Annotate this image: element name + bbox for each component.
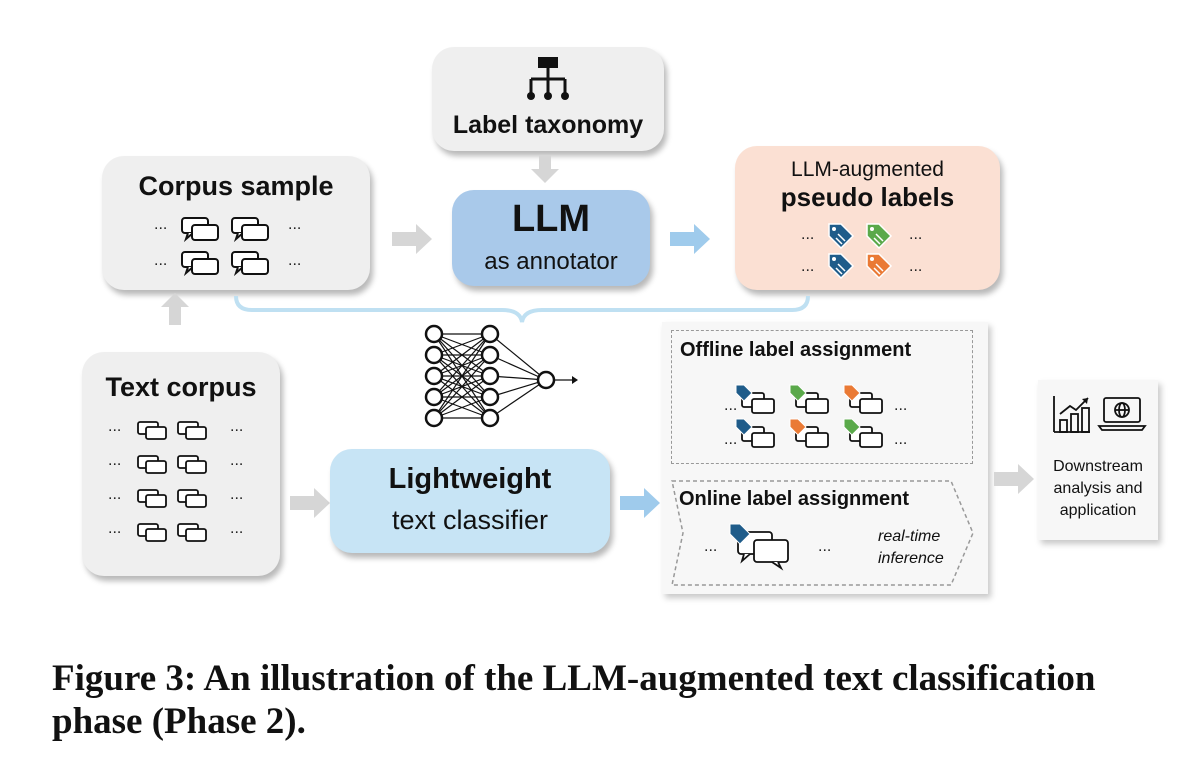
dots: ... [230,452,244,469]
chat-bubbles-icon [137,421,207,542]
dots: ... [230,486,244,503]
brace-connector [234,295,810,323]
dots: ... [108,486,122,503]
dots: ... [801,258,815,275]
arrow-llm-to-labels [670,224,710,254]
label-taxonomy-box: Label taxonomy [432,47,664,151]
dots: ... [108,452,122,469]
arrow-taxonomy-to-llm [531,155,559,183]
dots: ... [230,520,244,537]
corpus-sample-box: Corpus sample ... ... ... ... [102,156,370,290]
downstream-box: Downstream analysis and application [1038,380,1158,540]
dots: ... [704,538,718,555]
dots: ... [909,258,923,275]
dots: ... [909,226,923,243]
dots: ... [108,418,122,435]
dots: ... [154,216,168,233]
offline-title: Offline label assignment [680,339,912,361]
hierarchy-icon [527,57,569,100]
online-title: Online label assignment [679,488,910,510]
assignment-panel: Offline label assignment ... ... ... ... [662,322,988,594]
label-taxonomy-title: Label taxonomy [452,111,644,139]
arrow-corpus-to-llm [392,224,432,254]
text-corpus-title: Text corpus [105,372,257,402]
dots: ... [724,397,738,414]
dots: ... [801,226,815,243]
offline-assignment-box: Offline label assignment ... ... ... ... [671,330,973,464]
online-note-line1: real-time [878,528,941,545]
figure-caption: Figure 3: An illustration of the LLM-aug… [52,658,1096,742]
laptop-globe-icon [1097,397,1147,431]
online-note-line2: inference [878,550,944,567]
neural-network-icon [424,324,578,428]
llm-subtitle: as annotator [484,248,618,275]
tagged-chat-icons [735,384,883,448]
dots: ... [154,252,168,269]
downstream-line2: analysis and [1053,480,1143,497]
text-corpus-box: Text corpus ... ... ... ... ... ... ... … [82,352,280,576]
pseudo-labels-box: LLM-augmented pseudo labels ... ... ... … [735,146,1000,290]
arrow-assignment-to-downstream [994,464,1034,494]
llm-box: LLM as annotator [452,190,650,286]
dots: ... [108,520,122,537]
dots: ... [288,252,302,269]
tag-icons [828,223,893,280]
arrow-text-corpus-to-sample [161,293,189,325]
downstream-line1: Downstream [1053,458,1143,475]
arrow-classifier-to-assignment [620,488,660,518]
llm-title: LLM [511,198,591,240]
pseudo-labels-line1: LLM-augmented [791,158,944,181]
dots: ... [818,538,832,555]
dots: ... [288,216,302,233]
arrow-corpus-to-classifier [290,488,330,518]
dots: ... [894,431,908,448]
dots: ... [230,418,244,435]
pseudo-labels-line2: pseudo labels [780,182,955,212]
downstream-line3: application [1059,502,1137,519]
corpus-sample-title: Corpus sample [138,171,334,201]
chat-bubbles-icon [181,217,269,277]
bar-chart-icon [1053,396,1090,433]
classifier-line2: text classifier [391,505,549,535]
tagged-chat-icon [729,523,789,571]
dots: ... [894,397,908,414]
classifier-line1: Lightweight [388,463,552,495]
classifier-box: Lightweight text classifier [330,449,610,553]
online-assignment-outline [671,480,974,586]
dots: ... [724,431,738,448]
